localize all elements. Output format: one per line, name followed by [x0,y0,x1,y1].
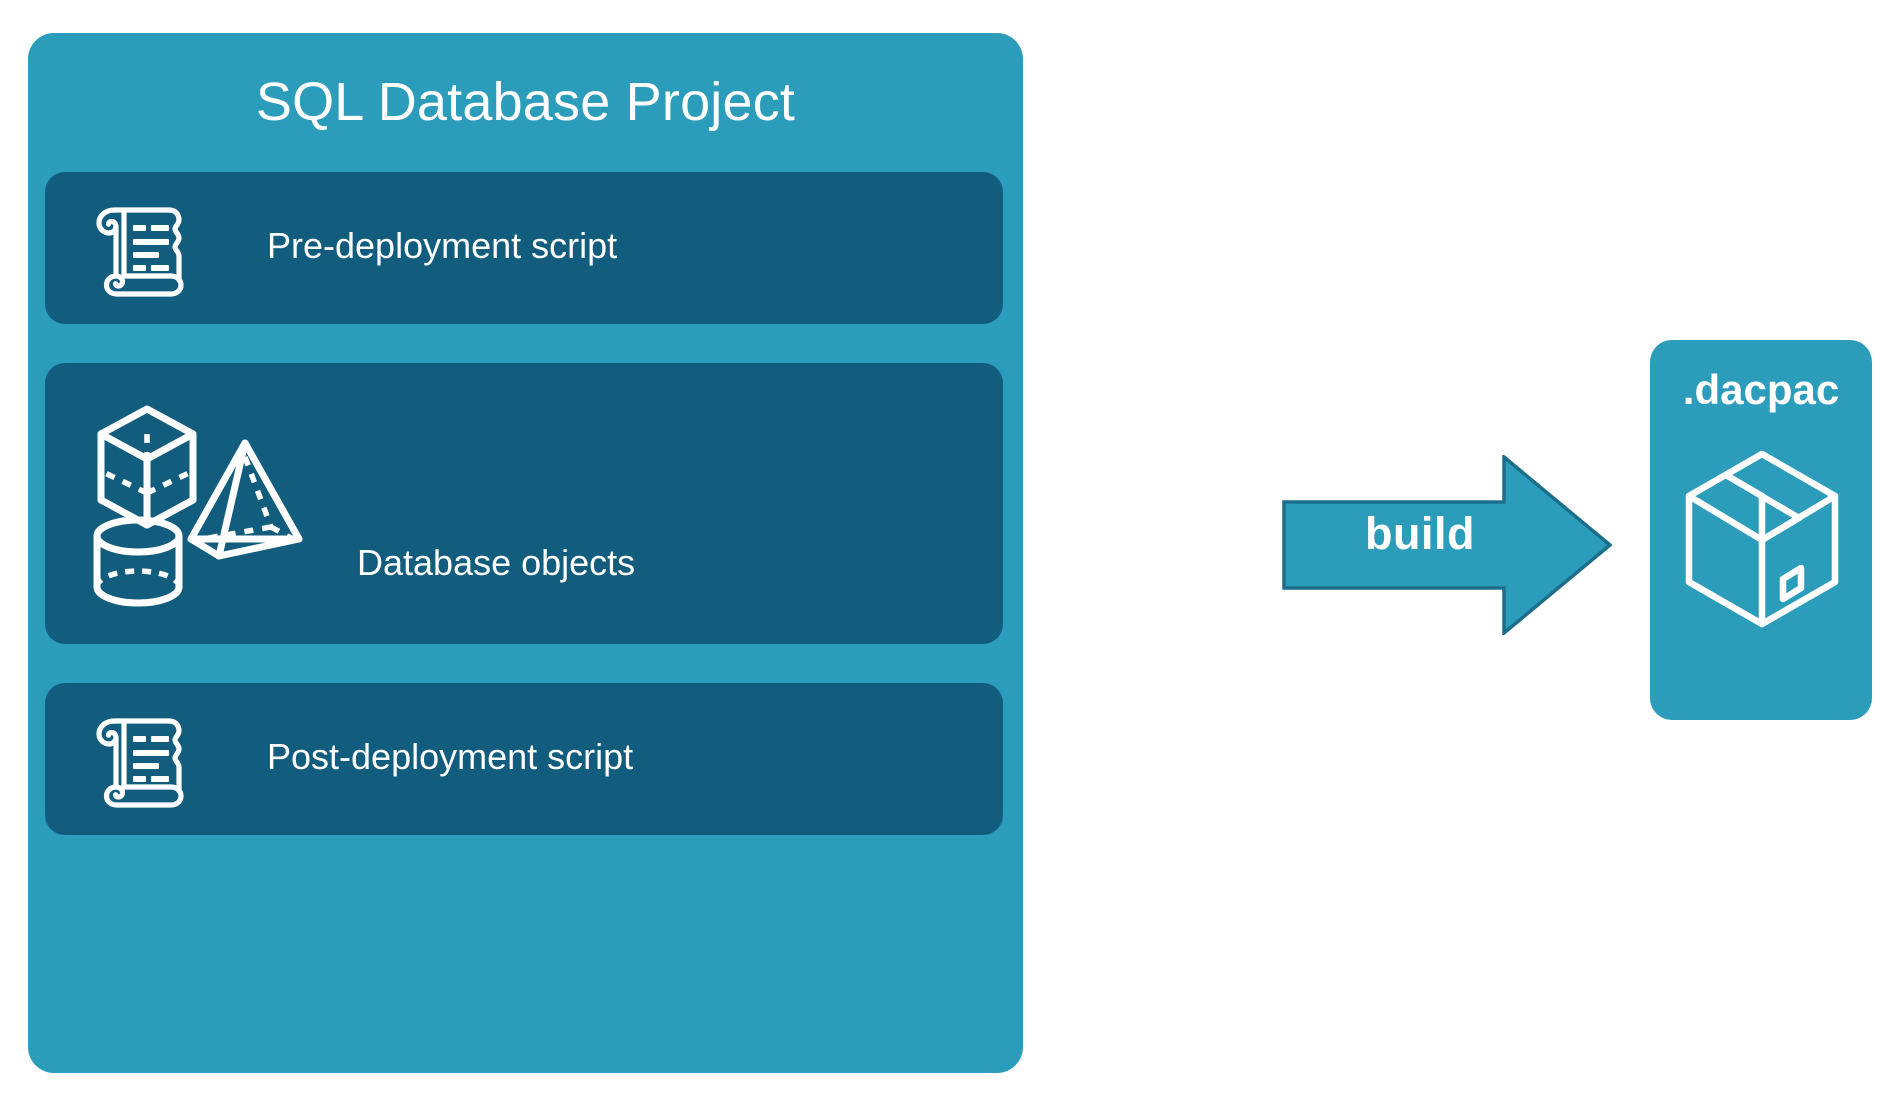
dacpac-title: .dacpac [1682,366,1840,413]
database-objects-card[interactable]: Database objects (tables, stored procs, … [45,363,1003,726]
page-title: SQL Database Project [255,72,796,132]
database-objects-label-line1: Database objects [357,541,636,583]
build-arrow-icon [1282,455,1612,635]
pre-deployment-script-card[interactable]: Pre-deployment script [45,172,1003,324]
scroll-icon [96,718,184,808]
post-deployment-script-card[interactable]: Post-deployment script [45,683,1003,835]
shapes-icon [93,405,303,607]
package-box-icon [1685,450,1839,628]
sql-database-project-card: SQL Database Project [28,33,1023,1073]
dacpac-output-card[interactable]: .dacpac [1650,340,1872,720]
build-arrow-label: build [1365,508,1475,559]
scroll-icon [96,207,184,297]
pre-deployment-script-label: Pre-deployment script [267,225,618,266]
post-deployment-script-label: Post-deployment script [267,736,634,777]
